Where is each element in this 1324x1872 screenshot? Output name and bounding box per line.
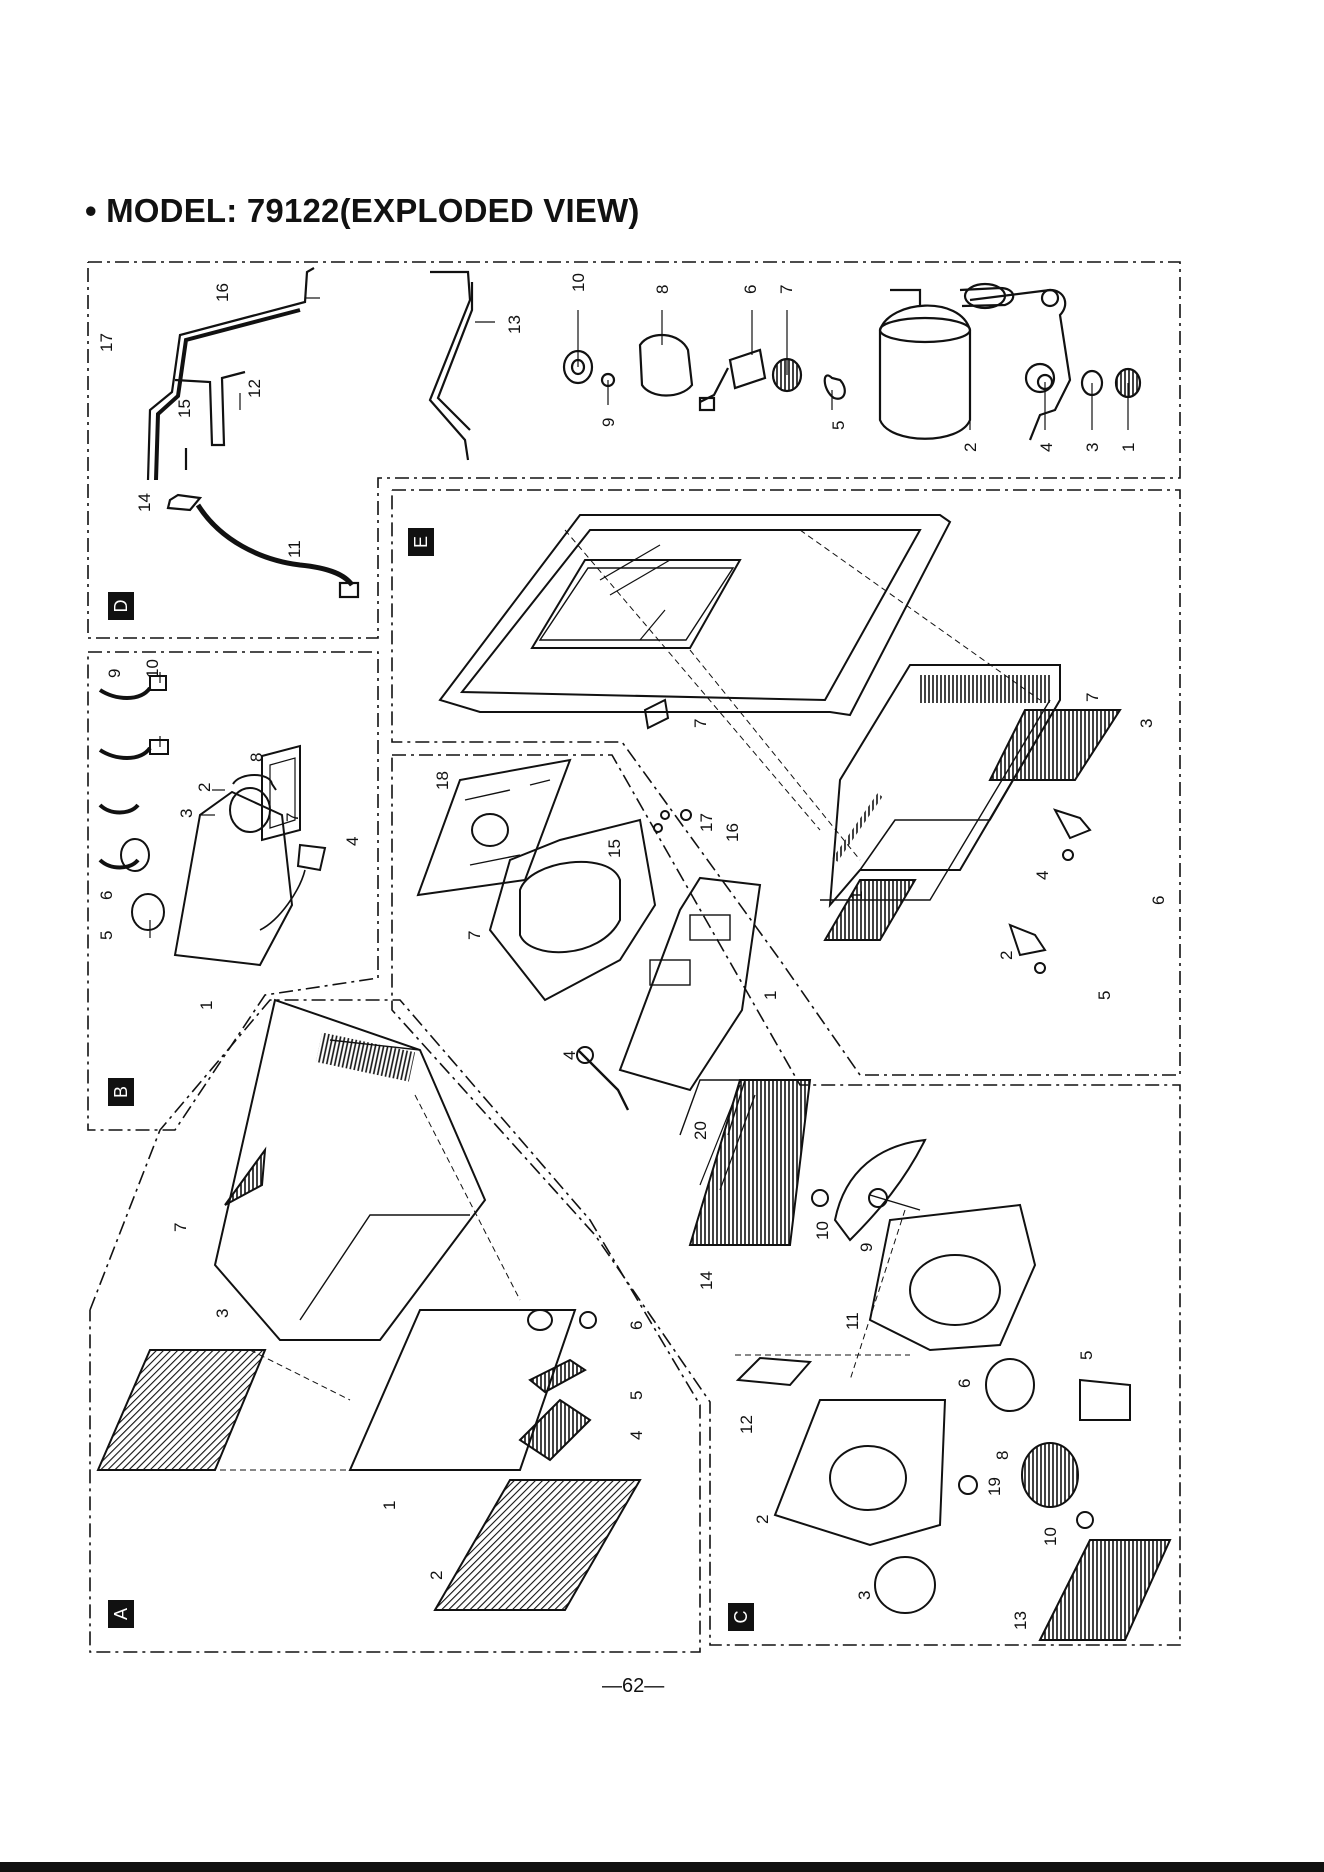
label-a-4: 4 [627, 1431, 646, 1440]
label-d-13: 13 [505, 315, 524, 334]
label-c-9: 9 [857, 1243, 876, 1252]
label-m-1: 1 [761, 991, 780, 1000]
label-m-18: 18 [433, 771, 452, 790]
page-number: —62— [602, 1675, 664, 1698]
label-c-19: 19 [985, 1477, 1004, 1496]
label-b-6: 6 [97, 891, 116, 900]
label-d-16: 16 [213, 283, 232, 302]
label-a-2: 2 [427, 1571, 446, 1580]
label-d-1: 1 [1119, 443, 1138, 452]
label-a-5: 5 [627, 1391, 646, 1400]
label-d-6: 6 [741, 285, 760, 294]
label-c-5: 5 [1077, 1351, 1096, 1360]
label-e-2: 2 [997, 951, 1016, 960]
label-e-1: 1 [847, 891, 866, 900]
label-d-4: 4 [1037, 443, 1056, 452]
label-d-12: 12 [245, 379, 264, 398]
label-a-3: 3 [213, 1309, 232, 1318]
section-c-drawings [680, 1080, 1170, 1640]
label-e-4: 4 [1033, 871, 1052, 880]
section-e-drawings [440, 515, 1120, 973]
label-c-12: 12 [737, 1415, 756, 1434]
label-e-3: 3 [1137, 719, 1156, 728]
label-m-15: 15 [605, 839, 624, 858]
label-b-4: 4 [343, 837, 362, 846]
label-e-5: 5 [1095, 991, 1114, 1000]
label-m-7: 7 [465, 931, 484, 940]
section-a-border [90, 1000, 700, 1652]
label-m-4: 4 [560, 1051, 579, 1060]
label-c-14: 14 [697, 1271, 716, 1290]
section-label-b: B [111, 1086, 131, 1098]
label-e-7b: 7 [1083, 693, 1102, 702]
label-c-3: 3 [855, 1591, 874, 1600]
label-m-16: 16 [723, 823, 742, 842]
label-c-20: 20 [691, 1121, 710, 1140]
label-b-5: 5 [97, 931, 116, 940]
section-label-c: C [731, 1611, 751, 1624]
label-d-7: 7 [777, 285, 796, 294]
label-b-9: 9 [105, 669, 124, 678]
label-m-17: 17 [697, 813, 716, 832]
label-c-11: 11 [843, 1312, 862, 1330]
label-d-5: 5 [829, 421, 848, 430]
label-d-9: 9 [599, 418, 618, 427]
label-b-3: 3 [177, 809, 196, 818]
label-d-15: 15 [175, 399, 194, 418]
label-b-2: 2 [195, 783, 214, 792]
section-a-drawings [0, 1000, 640, 1610]
label-c-6: 6 [955, 1379, 974, 1388]
label-c-8: 8 [993, 1451, 1012, 1460]
section-e-border [392, 490, 1180, 1075]
label-a-7: 7 [171, 1223, 190, 1232]
label-d-2: 2 [961, 443, 980, 452]
label-b-8: 8 [247, 753, 266, 762]
section-label-a: A [111, 1608, 131, 1620]
label-a-1: 1 [380, 1501, 399, 1510]
bottom-scan-edge [0, 1862, 1324, 1872]
section-label-d: D [111, 600, 131, 613]
label-e-6: 6 [1149, 896, 1168, 905]
label-e-7a: 7 [691, 719, 710, 728]
label-c-2: 2 [753, 1515, 772, 1524]
label-d-8: 8 [653, 285, 672, 294]
label-c-10a: 10 [813, 1221, 832, 1240]
section-label-e: E [411, 536, 431, 548]
label-c-10b: 10 [1041, 1527, 1060, 1546]
label-b-7: 7 [283, 813, 302, 822]
label-d-10: 10 [569, 273, 588, 292]
label-b-1: 1 [197, 1001, 216, 1010]
label-d-14: 14 [135, 493, 154, 512]
label-d-11: 11 [285, 540, 304, 558]
label-c-13: 13 [1011, 1611, 1030, 1630]
label-d-3: 3 [1083, 443, 1102, 452]
label-d-17: 17 [97, 333, 116, 352]
label-a-6: 6 [627, 1321, 646, 1330]
label-b-10: 10 [143, 659, 162, 678]
